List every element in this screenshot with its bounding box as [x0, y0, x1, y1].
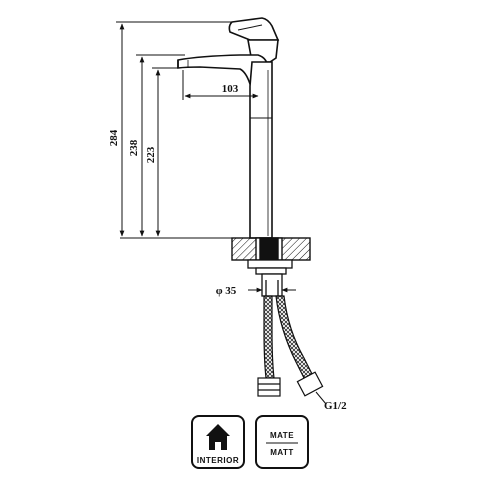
dim-hose-thread: G1/2: [324, 400, 347, 412]
finish-label-matt: MATT: [270, 448, 294, 457]
mounting-shank: [247, 259, 293, 297]
dim-spout-top-height: 238: [128, 139, 140, 156]
body-column: [249, 61, 273, 239]
hose-nut-right: [296, 371, 324, 397]
countertop-section: [120, 237, 311, 261]
dim-spout-outlet-height: 223: [145, 146, 157, 163]
hose-right: [275, 295, 313, 379]
dim-total-height: 284: [108, 129, 120, 146]
dimension-lines: [116, 21, 327, 405]
interior-label: INTERIOR: [197, 456, 239, 465]
house-icon: [206, 424, 230, 450]
hose-left: [263, 295, 275, 379]
faucet-body: [177, 17, 280, 239]
finish-badge: MATE MATT: [255, 415, 309, 469]
hose-nut-left: [257, 377, 281, 397]
dim-spout-reach: 103: [222, 83, 239, 95]
handle-lever: [228, 17, 280, 41]
finish-label-mate: MATE: [270, 431, 294, 440]
dim-hole-diameter: φ 35: [216, 285, 237, 297]
interior-badge: INTERIOR: [191, 415, 245, 469]
flexible-hoses: [257, 295, 324, 397]
